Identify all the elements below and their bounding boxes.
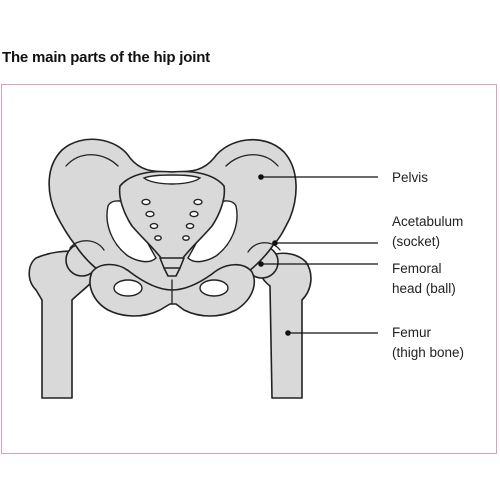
left-acetabulum-rim: [69, 240, 105, 251]
leader-lines: [258, 174, 378, 336]
coccyx: [159, 257, 185, 277]
label-femoral-head-line2: head (ball): [392, 281, 456, 296]
right-iliac-detail: [225, 154, 279, 167]
left-iliac-detail: [65, 154, 119, 167]
diagram-frame: [1, 84, 497, 454]
label-femur: Femur (thigh bone): [392, 323, 464, 363]
label-femur-line2: (thigh bone): [392, 345, 465, 360]
sacral-foramina: [141, 198, 203, 241]
label-acetabulum-line2: (socket): [392, 234, 441, 249]
label-acetabulum-line1: Acetabulum: [392, 214, 464, 229]
label-acetabulum: Acetabulum (socket): [392, 212, 463, 252]
page-title: The main parts of the hip joint: [2, 49, 210, 66]
label-pelvis: Pelvis: [392, 170, 429, 185]
label-femoral-head: Femoral head (ball): [392, 259, 456, 299]
sacrum: [118, 170, 226, 263]
right-acetabulum-rim: [247, 242, 281, 253]
left-obturator-foramen: [113, 279, 143, 297]
sacrum-top-notch: [142, 174, 202, 185]
label-femur-line1: Femur: [392, 325, 432, 340]
right-obturator-foramen: [199, 279, 229, 297]
label-femoral-head-line1: Femoral: [392, 261, 442, 276]
